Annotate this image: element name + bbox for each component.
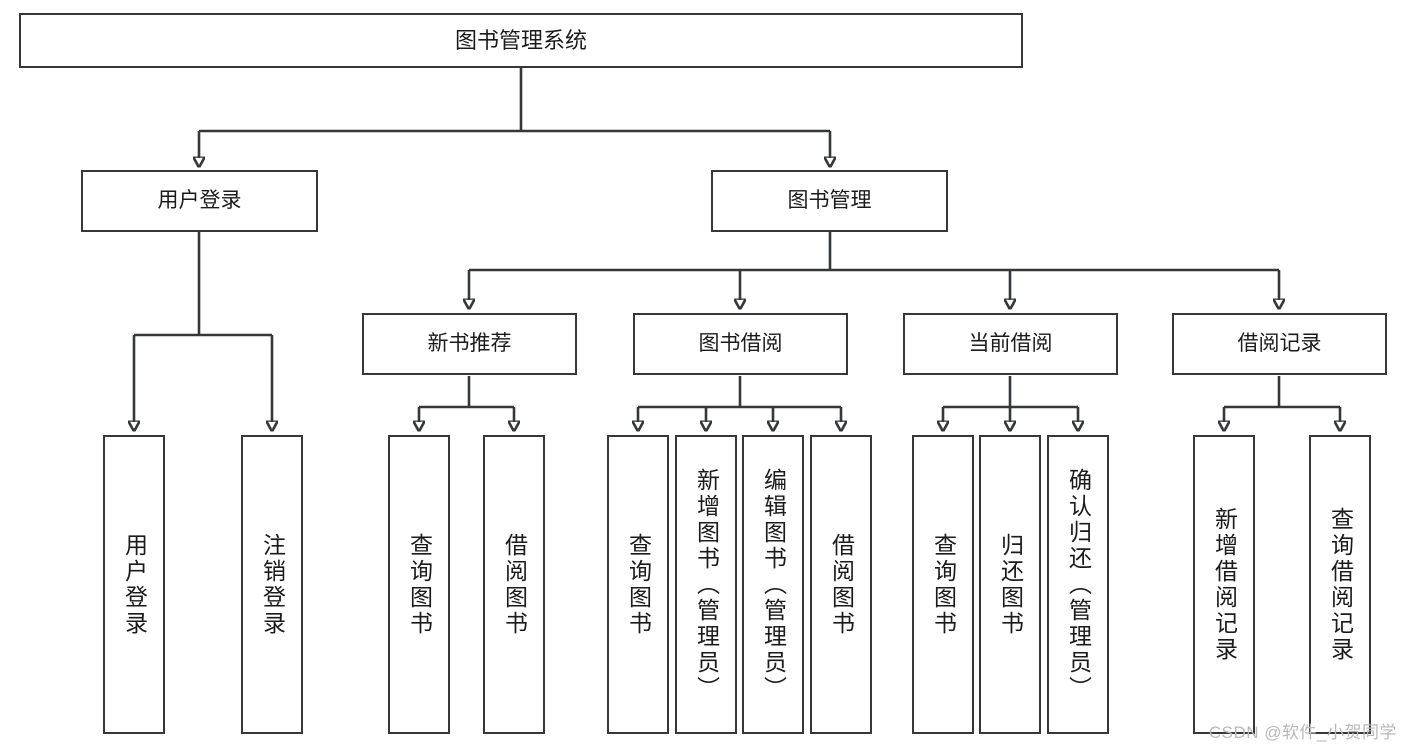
leaf-borrow-borrow-book[interactable]: 借阅图书	[810, 435, 872, 734]
leaf-borrow-add-book-admin[interactable]: 新增图书（管理员）	[675, 435, 737, 734]
node-book-borrow[interactable]: 图书借阅	[633, 313, 848, 375]
node-new-book-recommend[interactable]: 新书推荐	[362, 313, 577, 375]
node-label: 当前借阅	[968, 331, 1053, 355]
node-label: 查询图书	[406, 532, 433, 637]
node-label: 用户登录	[157, 188, 242, 212]
node-book-management[interactable]: 图书管理	[711, 170, 948, 232]
node-user-login[interactable]: 用户登录	[81, 170, 318, 232]
leaf-recommend-query-book[interactable]: 查询图书	[388, 435, 450, 734]
node-borrow-record[interactable]: 借阅记录	[1172, 313, 1387, 375]
leaf-borrow-edit-book-admin[interactable]: 编辑图书（管理员）	[742, 435, 804, 734]
leaf-logout[interactable]: 注销登录	[241, 435, 303, 734]
node-label: 图书借阅	[698, 331, 783, 355]
leaf-recommend-borrow-book[interactable]: 借阅图书	[483, 435, 545, 734]
leaf-record-add-borrow-record[interactable]: 新增借阅记录	[1193, 435, 1255, 734]
node-label: 注销登录	[259, 532, 286, 637]
node-label: 编辑图书（管理员）	[760, 467, 787, 702]
node-label: 图书管理	[787, 188, 872, 212]
node-label: 新书推荐	[427, 331, 512, 355]
node-label: 归还图书	[997, 532, 1024, 637]
node-label: 新增借阅记录	[1211, 506, 1238, 663]
node-root-system[interactable]: 图书管理系统	[19, 13, 1023, 68]
node-current-borrow[interactable]: 当前借阅	[903, 313, 1118, 375]
node-label: 借阅图书	[828, 532, 855, 637]
node-label: 确认归还（管理员）	[1065, 467, 1092, 702]
node-label: 用户登录	[121, 532, 148, 637]
leaf-current-return-book[interactable]: 归还图书	[979, 435, 1041, 734]
leaf-user-login[interactable]: 用户登录	[103, 435, 165, 734]
node-label: 借阅记录	[1237, 331, 1322, 355]
node-label: 查询图书	[625, 532, 652, 637]
watermark: CSDN @软件_小贺同学	[1208, 723, 1397, 742]
node-label: 新增图书（管理员）	[693, 467, 720, 702]
leaf-current-confirm-return-admin[interactable]: 确认归还（管理员）	[1047, 435, 1109, 734]
node-label: 查询借阅记录	[1327, 506, 1354, 663]
node-label: 借阅图书	[501, 532, 528, 637]
leaf-current-query-book[interactable]: 查询图书	[912, 435, 974, 734]
node-label: 查询图书	[930, 532, 957, 637]
leaf-record-query-borrow-record[interactable]: 查询借阅记录	[1309, 435, 1371, 734]
node-label: 图书管理系统	[454, 27, 587, 53]
leaf-borrow-query-book[interactable]: 查询图书	[607, 435, 669, 734]
